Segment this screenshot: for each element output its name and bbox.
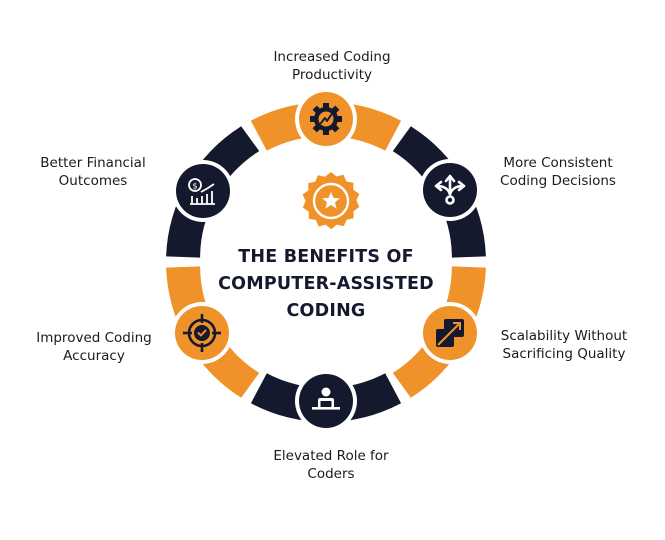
title-line-1: THE BENEFITS OF	[238, 247, 414, 267]
benefit-label-elevated-role: Elevated Role for Coders	[273, 448, 389, 482]
diagram-title: THE BENEFITS OF COMPUTER-ASSISTED CODING	[196, 244, 456, 325]
title-line-2: COMPUTER-ASSISTED	[218, 274, 434, 294]
benefit-label-consistent-decisions: More Consistent Coding Decisions	[500, 155, 616, 189]
scale-up-arrow-icon	[419, 302, 481, 364]
award-star-badge-icon	[302, 172, 360, 230]
gear-trend-icon	[295, 88, 357, 150]
split-arrows-icon	[419, 159, 481, 221]
benefit-label-financial-outcomes: Better Financial Outcomes	[40, 155, 146, 189]
svg-text:$: $	[192, 182, 197, 191]
benefit-label-improved-accuracy: Improved Coding Accuracy	[36, 330, 152, 364]
benefit-label-scalability: Scalability Without Sacrificing Quality	[500, 328, 628, 362]
target-check-icon	[171, 302, 233, 364]
benefit-label-increased-productivity: Increased Coding Productivity	[273, 49, 391, 83]
title-line-3: CODING	[286, 301, 366, 321]
dollar-chart-icon: $	[172, 160, 234, 222]
person-at-desk-icon	[295, 370, 357, 432]
